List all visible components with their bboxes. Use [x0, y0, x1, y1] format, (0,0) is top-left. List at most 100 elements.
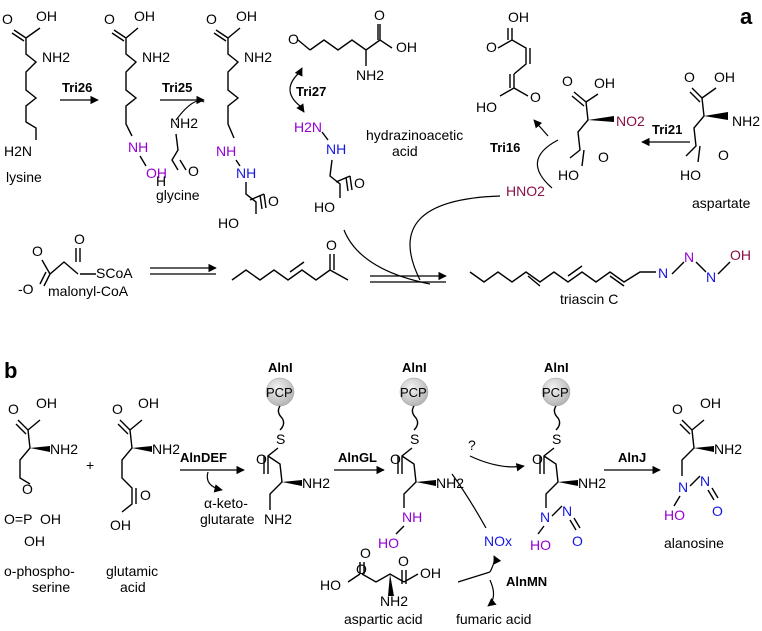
sa-o2: O [374, 7, 385, 23]
nitrosuccinate-structure: O OH NO2 HO O [558, 73, 645, 183]
enzyme-alndef: AlnDEF [180, 450, 227, 465]
label-ketoglutarate-2: glutarate [200, 511, 255, 527]
ha-o: O [354, 175, 365, 191]
fu-o2: O [530, 89, 541, 105]
pcp-2: PCP [400, 385, 427, 400]
ns-no2: NO2 [616, 113, 645, 129]
ga-o2: O [140, 487, 151, 503]
sa-nh2: NH2 [356, 67, 384, 83]
ga-o: O [112, 401, 123, 417]
label-glutamic-1: glutamic [106, 563, 158, 579]
enzyme-alnj: AlnJ [618, 450, 646, 465]
mc-ominus: -O [18, 281, 34, 297]
ga-nh2: NH2 [152, 441, 180, 457]
hl-nh2: NH2 [142, 49, 170, 65]
ps-po: O=P [4, 511, 32, 527]
hi-hn: NH [216, 143, 236, 159]
al-o2: O [712, 503, 723, 519]
hi-o2: O [268, 193, 279, 209]
alanosine-structure: O OH NH2 N HO N O alanosine [664, 395, 742, 551]
ps-o2: O [22, 481, 33, 497]
i1-o: O [256, 451, 267, 467]
i1-nh2: NH2 [302, 475, 330, 491]
hi-oh: OH [236, 8, 257, 24]
ga-oh2: OH [110, 517, 131, 533]
sa-oh: OH [396, 39, 417, 55]
i3-n2: N [562, 503, 572, 519]
aa-nh2: NH2 [380, 593, 408, 609]
lysine-o: O [2, 11, 13, 27]
lysine-nh2: NH2 [42, 49, 70, 65]
mc-o2: O [74, 231, 85, 247]
tc-n1: N [658, 265, 668, 281]
label-hydrazinoacetic-1: hydrazinoacetic [366, 127, 463, 143]
hi-nh2: NH2 [244, 49, 272, 65]
ha-h2n: H2N [294, 119, 322, 135]
sa-o: O [288, 31, 299, 47]
i2-nh2: NH2 [436, 475, 464, 491]
enzyme-tri26: Tri26 [62, 80, 92, 95]
al-o: O [672, 401, 683, 417]
label-phosphoserine-2: serine [32, 579, 70, 595]
al-oh: OH [700, 395, 721, 411]
glutamic-acid-structure: O OH NH2 O OH glutamic acid [106, 395, 180, 595]
panel-label-b: b [4, 358, 17, 383]
hydrazinoacetic-acid-structure: H2N NH O HO hydrazinoacetic acid [294, 119, 463, 215]
asp-ho: HO [680, 167, 701, 183]
gly-o: O [188, 163, 199, 179]
lysine-structure: O OH NH2 H2N lysine [2, 8, 70, 185]
pcp-3: PCP [542, 385, 569, 400]
polyketide-intermediate: O [231, 237, 349, 281]
tc-oh: OH [730, 247, 751, 263]
asp-o2: O [718, 147, 729, 163]
label-aspartate: aspartate [692, 195, 751, 211]
hl-nh: NH [128, 139, 148, 155]
ns-o2: O [598, 149, 609, 165]
hydrazine-intermediate-structure: O OH NH2 NH NH O HO [206, 8, 279, 231]
label-glutamic-2: acid [120, 579, 146, 595]
semialdehyde-structure: O O OH NH2 [288, 7, 417, 83]
malonyl-coa-structure: O O SCoA -O malonyl-CoA [18, 231, 133, 299]
ha-ho: HO [314, 199, 335, 215]
alni-1: AlnI [268, 360, 293, 375]
fu-ho: HO [476, 99, 497, 115]
tc-n3: N [706, 269, 716, 285]
al-nh2: NH2 [714, 441, 742, 457]
ns-o: O [562, 73, 573, 89]
enzyme-alnmn: AlnMN [506, 574, 547, 589]
i3-o2: O [572, 533, 583, 549]
i3-nh2: NH2 [578, 475, 606, 491]
hl-oh-n: OH [146, 165, 167, 181]
hydroxylysine-structure: O OH NH2 NH OH [104, 8, 170, 181]
aa-ho: HO [320, 577, 341, 593]
gly-h: H [156, 173, 166, 189]
i2-nh: NH [402, 509, 422, 525]
asp-oh: OH [714, 69, 735, 85]
enzyme-tri21: Tri21 [652, 122, 682, 137]
label-fumaric: fumaric acid [456, 611, 531, 626]
asp-o: O [684, 69, 695, 85]
i3-n: N [540, 509, 550, 525]
pcp-intermediate-1: AlnI PCP S O NH2 NH2 [256, 360, 330, 527]
enzyme-tri27: Tri27 [296, 84, 326, 99]
i1-nh2b: NH2 [264, 511, 292, 527]
i2-o: O [390, 451, 401, 467]
label-ketoglutarate-1: α-keto- [204, 495, 248, 511]
ns-ho: HO [558, 167, 579, 183]
hl-o: O [104, 11, 115, 27]
ha-nh: NH [326, 141, 346, 157]
aspartic-acid-structure: O HO O O OH NH2 aspartic acid [320, 545, 441, 627]
ga-oh: OH [138, 395, 159, 411]
i2-s: S [410, 431, 419, 447]
aa-o: O [356, 561, 367, 577]
ps-oh2: OH [40, 511, 61, 527]
phosphoserine-structure: O OH NH2 O O=P OH OH o-phospho- serine [4, 395, 78, 595]
label-aspartic: aspartic acid [344, 611, 423, 626]
fu-oh: OH [508, 9, 529, 25]
panel-label-a: a [740, 4, 753, 29]
fumarate-structure: OH O HO O [476, 9, 541, 115]
label-alanosine: alanosine [664, 535, 724, 551]
label-triascin-c: triascin C [560, 291, 618, 307]
hi-nh-blue: NH [236, 165, 256, 181]
